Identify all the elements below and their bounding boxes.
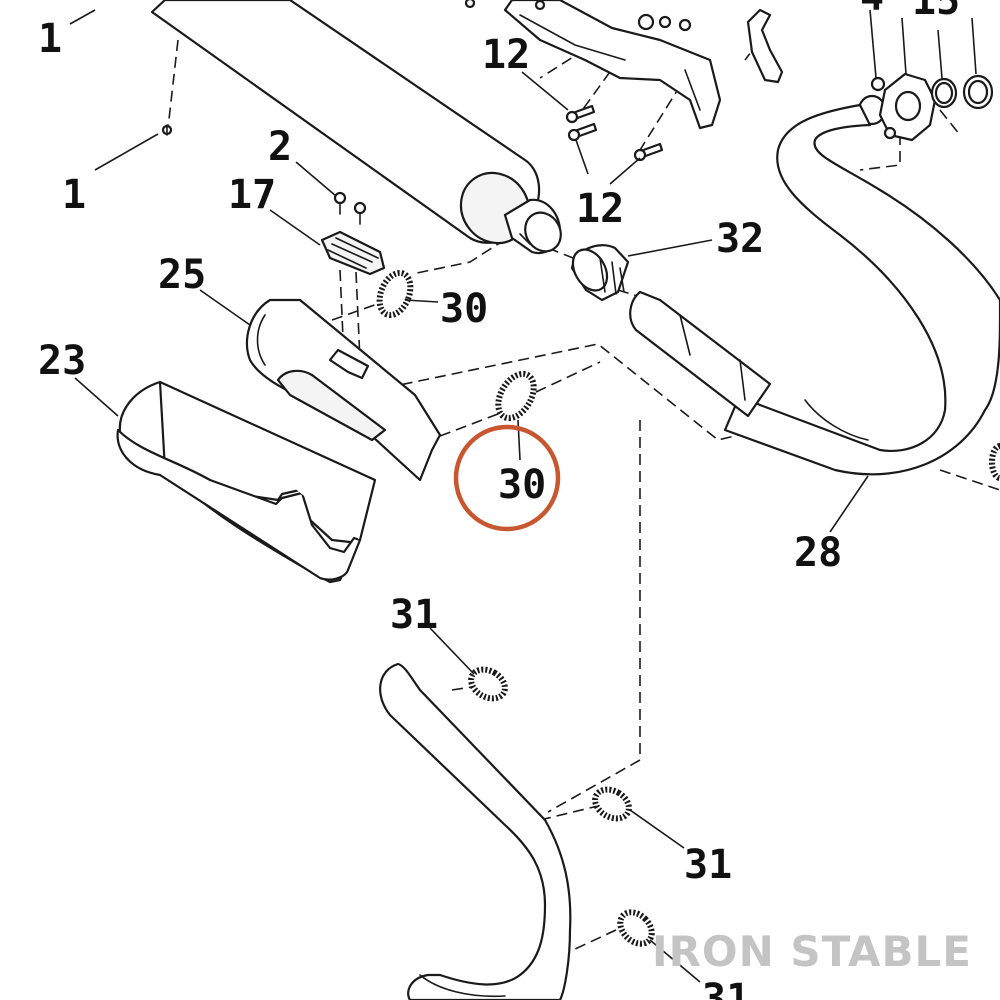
callout-1-top: 1 bbox=[38, 16, 62, 62]
callout-30-upper: 30 bbox=[440, 286, 488, 332]
callout-28: 28 bbox=[794, 530, 842, 576]
front-header-pipe bbox=[629, 103, 1000, 476]
callout-30-highlighted: 30 bbox=[498, 462, 546, 508]
callout-2: 2 bbox=[268, 124, 292, 170]
muffler-heat-shield bbox=[245, 298, 442, 482]
rear-header-pipe bbox=[379, 662, 572, 1000]
bolts-part-12 bbox=[565, 104, 664, 162]
clamp-edge-right bbox=[989, 443, 1000, 481]
screws-part-2 bbox=[333, 191, 367, 225]
callout-1-screw: 1 bbox=[62, 172, 86, 218]
callout-23: 23 bbox=[38, 338, 86, 384]
leader-lines bbox=[69, 9, 977, 983]
callout-31-bottom: 31 bbox=[702, 976, 750, 1000]
callout-31-upper: 31 bbox=[390, 592, 438, 638]
highlight-circle bbox=[453, 424, 561, 532]
lower-heat-shield bbox=[116, 380, 377, 584]
flange-gaskets bbox=[857, 72, 994, 142]
callout-labels: 1 1 2 17 12 12 4 15 32 25 30 30 23 28 31… bbox=[38, 0, 960, 1000]
clamp-part-31-c bbox=[617, 909, 655, 947]
exhaust-adapter bbox=[570, 244, 630, 302]
callout-17: 17 bbox=[228, 172, 276, 218]
clamp-part-31-a bbox=[468, 666, 508, 702]
callout-12-lower: 12 bbox=[576, 186, 624, 232]
screw-part-1 bbox=[161, 124, 173, 136]
clamp-part-31-b bbox=[592, 786, 632, 822]
mounting-bracket bbox=[464, 0, 784, 130]
callout-25: 25 bbox=[158, 252, 206, 298]
upper-muffler bbox=[150, 0, 562, 255]
watermark: IRON STABLE bbox=[651, 927, 972, 976]
heat-shield-pad bbox=[320, 230, 386, 276]
callout-12-upper: 12 bbox=[482, 32, 530, 78]
callout-31-middle: 31 bbox=[684, 842, 732, 888]
callout-32: 32 bbox=[716, 216, 764, 262]
clamp-part-30-lower bbox=[495, 370, 537, 422]
clamp-part-30-upper bbox=[376, 269, 414, 319]
callout-4: 4 bbox=[860, 0, 884, 20]
callout-15: 15 bbox=[912, 0, 960, 24]
